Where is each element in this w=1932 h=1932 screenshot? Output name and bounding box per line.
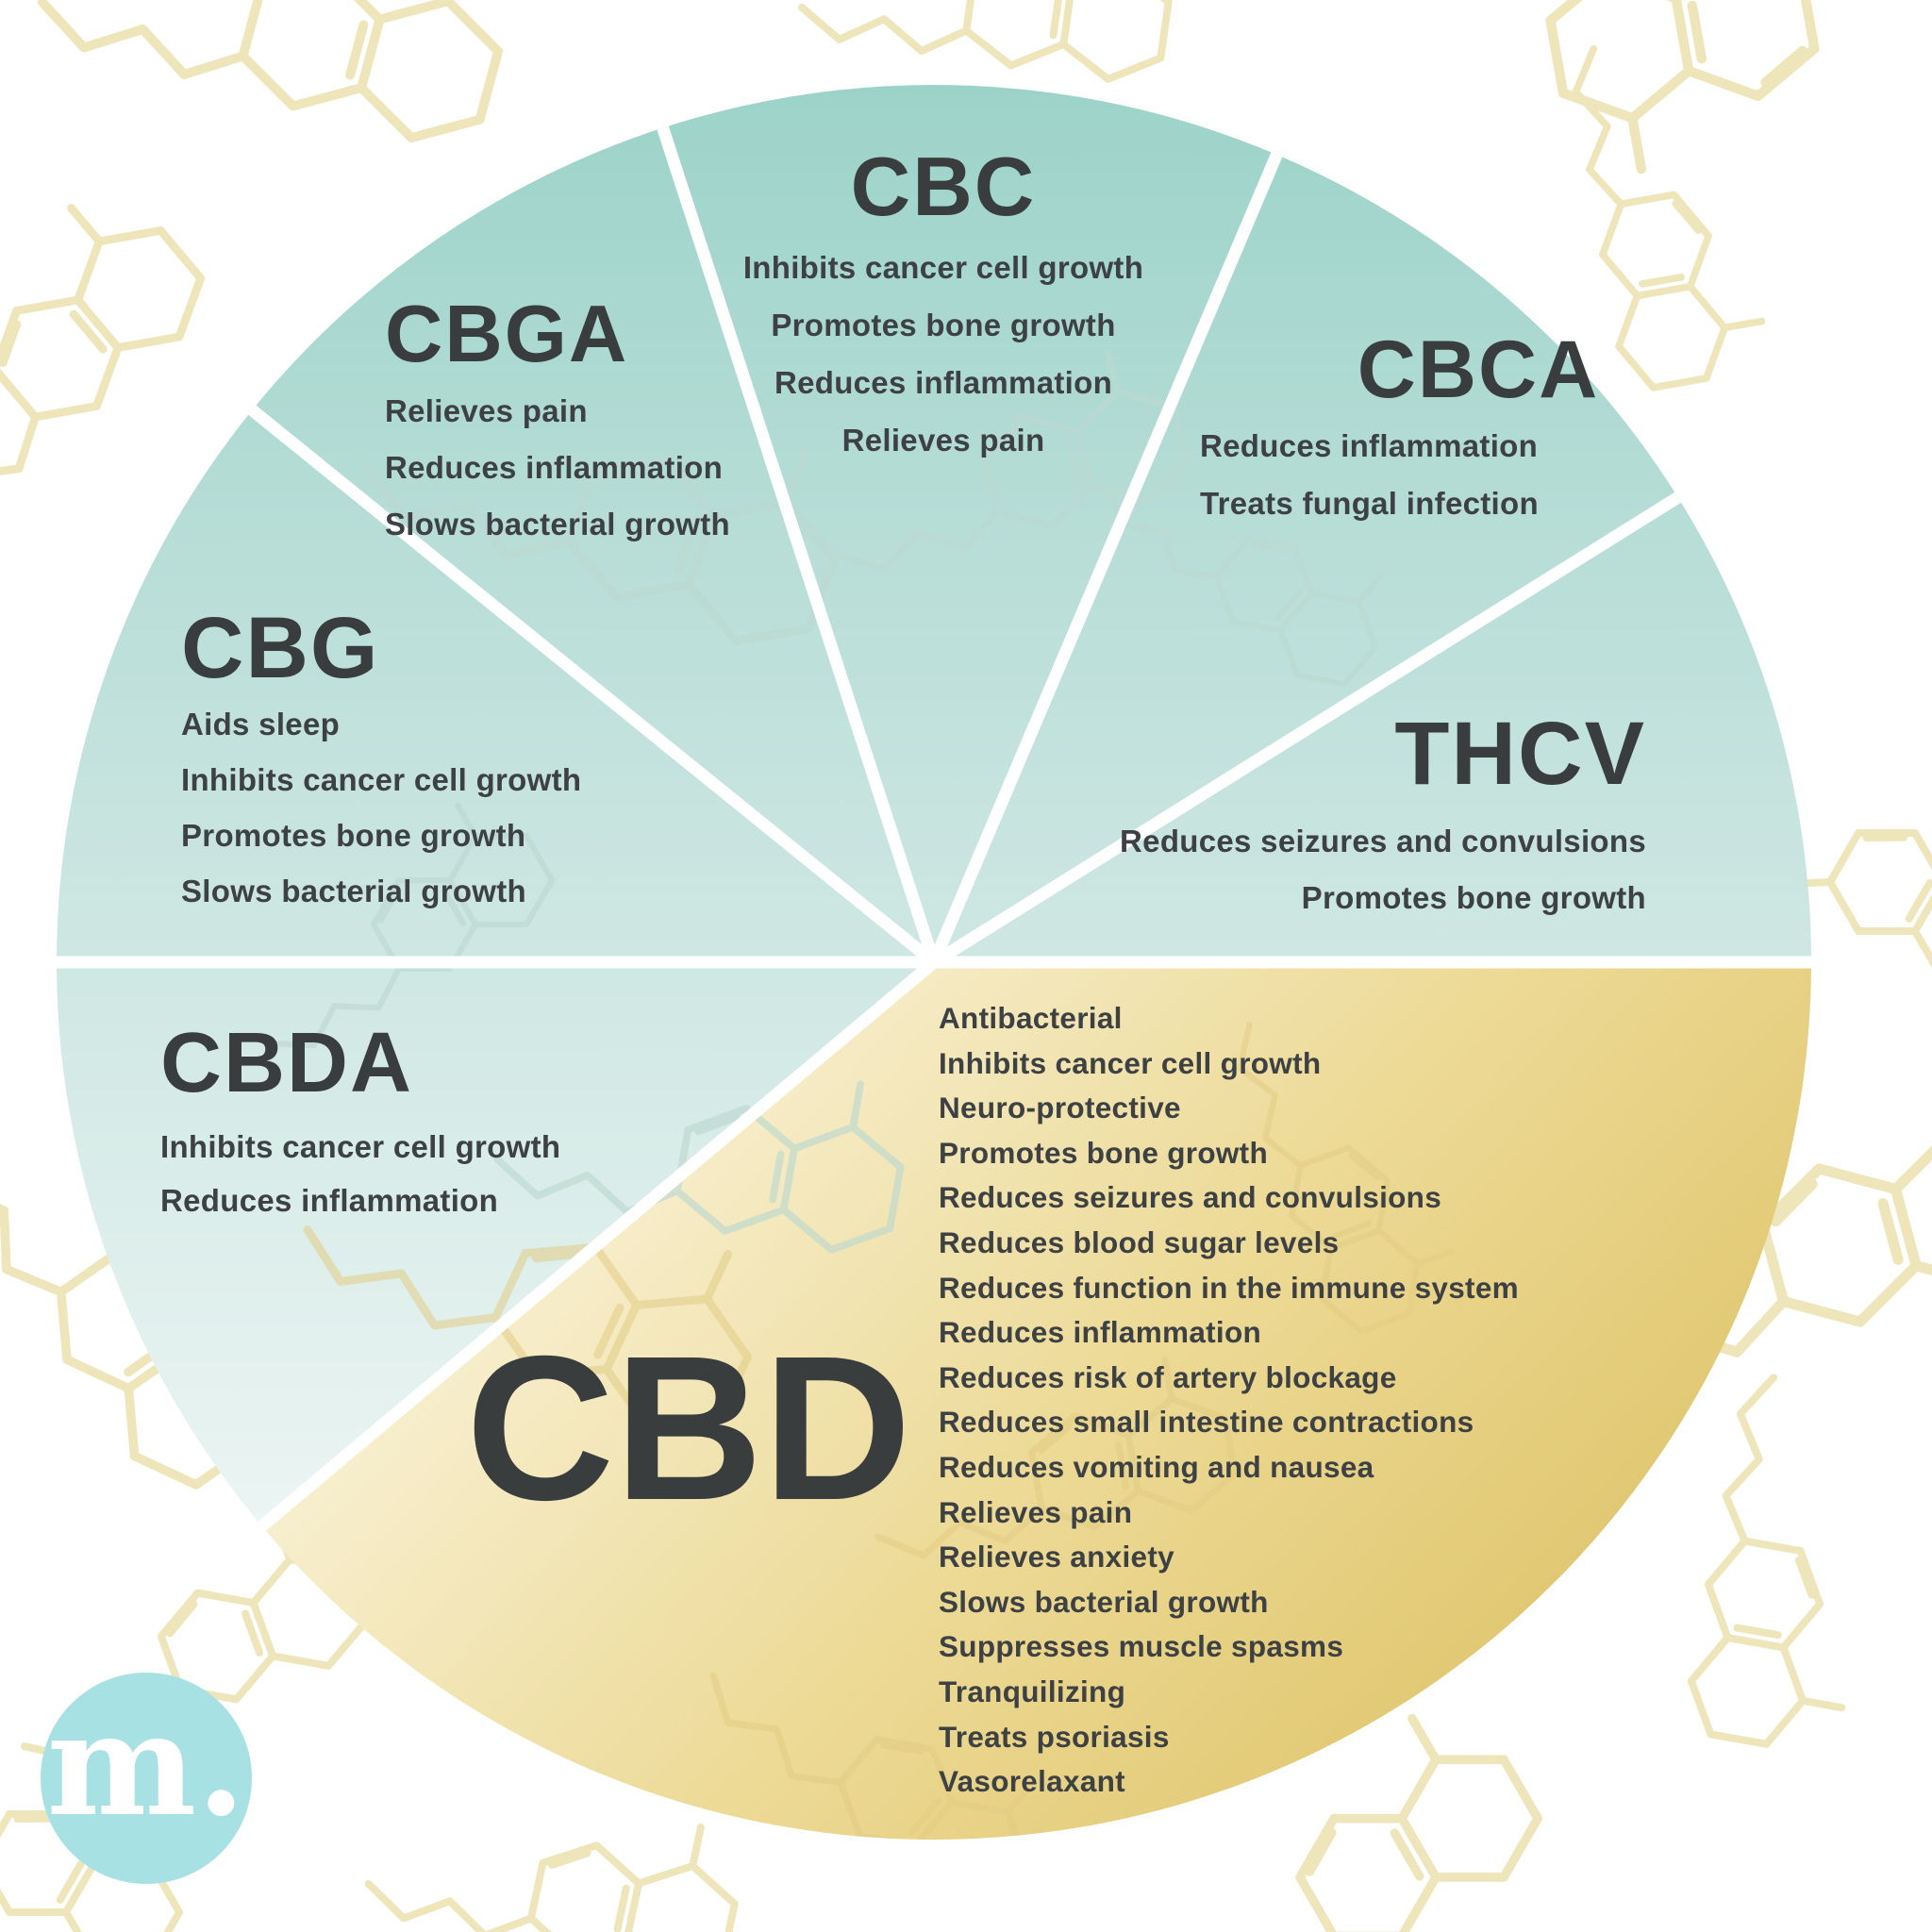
benefit-item: Reduces vomiting and nausea — [939, 1449, 1374, 1484]
benefit-item: Promotes bone growth — [771, 307, 1116, 342]
benefit-item: Inhibits cancer cell growth — [742, 249, 1144, 285]
benefit-item: Vasorelaxant — [939, 1764, 1125, 1799]
benefit-item: Inhibits cancer cell growth — [939, 1045, 1322, 1080]
benefit-item: Inhibits cancer cell growth — [181, 762, 582, 798]
benefit-item: Promotes bone growth — [1301, 879, 1646, 915]
benefit-item: Reduces small intestine contractions — [939, 1405, 1474, 1440]
benefit-item: Tranquilizing — [939, 1674, 1126, 1708]
segment-label-cbd: CBD — [406, 1316, 972, 1542]
segment-title: THCV — [1394, 704, 1646, 804]
segment-title: CBDA — [160, 1016, 413, 1110]
segment-title: CBC — [850, 140, 1037, 233]
benefit-item: Reduces blood sugar levels — [939, 1224, 1340, 1259]
benefit-item: Neuro-protective — [939, 1091, 1181, 1125]
segment-title: CBCA — [1357, 325, 1600, 415]
benefit-item: Promotes bone growth — [939, 1135, 1269, 1170]
wedge-cbca — [934, 154, 1678, 962]
wedge-cbc — [662, 84, 1277, 962]
wedge-cbg — [57, 409, 934, 962]
benefit-item: Reduces risk of artery blockage — [939, 1359, 1397, 1394]
benefit-item: Reduces inflammation — [160, 1183, 499, 1218]
benefit-item: Reduces seizures and convulsions — [1120, 823, 1646, 858]
benefit-item: Promotes bone growth — [181, 818, 526, 854]
benefit-item: Treats psoriasis — [939, 1719, 1170, 1754]
benefit-item: Reduces inflammation — [774, 364, 1113, 400]
benefit-item: Relieves pain — [385, 392, 588, 428]
benefit-item: Slows bacterial growth — [181, 874, 527, 909]
benefit-item: Inhibits cancer cell growth — [160, 1129, 561, 1164]
benefit-item: Treats fungal infection — [1200, 485, 1539, 521]
benefit-item: Slows bacterial growth — [385, 506, 731, 541]
benefit-item: Reduces inflammation — [939, 1315, 1262, 1350]
segment-dividers — [57, 125, 1811, 1531]
wedge-cbd — [261, 962, 1812, 1840]
segment-title: CBG — [181, 600, 380, 696]
benefit-item: Reduces seizures and convulsions — [939, 1180, 1442, 1215]
benefit-item: Relieves pain — [939, 1494, 1133, 1529]
benefit-item: Relieves pain — [841, 422, 1045, 458]
brand-logo-text: m. — [46, 1682, 246, 1848]
benefit-item: Slows bacterial growth — [939, 1584, 1269, 1619]
segment-title: CBD — [465, 1314, 912, 1543]
benefit-item: Aids sleep — [181, 707, 341, 742]
benefit-item: Antibacterial — [939, 1001, 1123, 1035]
benefit-item: Suppresses muscle spasms — [939, 1629, 1344, 1664]
wedge-cbda — [57, 962, 934, 1526]
segment-title: CBGA — [385, 290, 629, 379]
benefit-item: Reduces inflammation — [1200, 427, 1539, 463]
wedge-cbga — [252, 127, 934, 962]
benefit-item: Relieves anxiety — [939, 1540, 1174, 1574]
brand-logo: m. — [41, 1673, 252, 1884]
benefit-item: Reduces inflammation — [385, 449, 724, 485]
wedge-thcv — [934, 497, 1811, 962]
benefit-item: Reduces function in the immune system — [939, 1270, 1519, 1305]
